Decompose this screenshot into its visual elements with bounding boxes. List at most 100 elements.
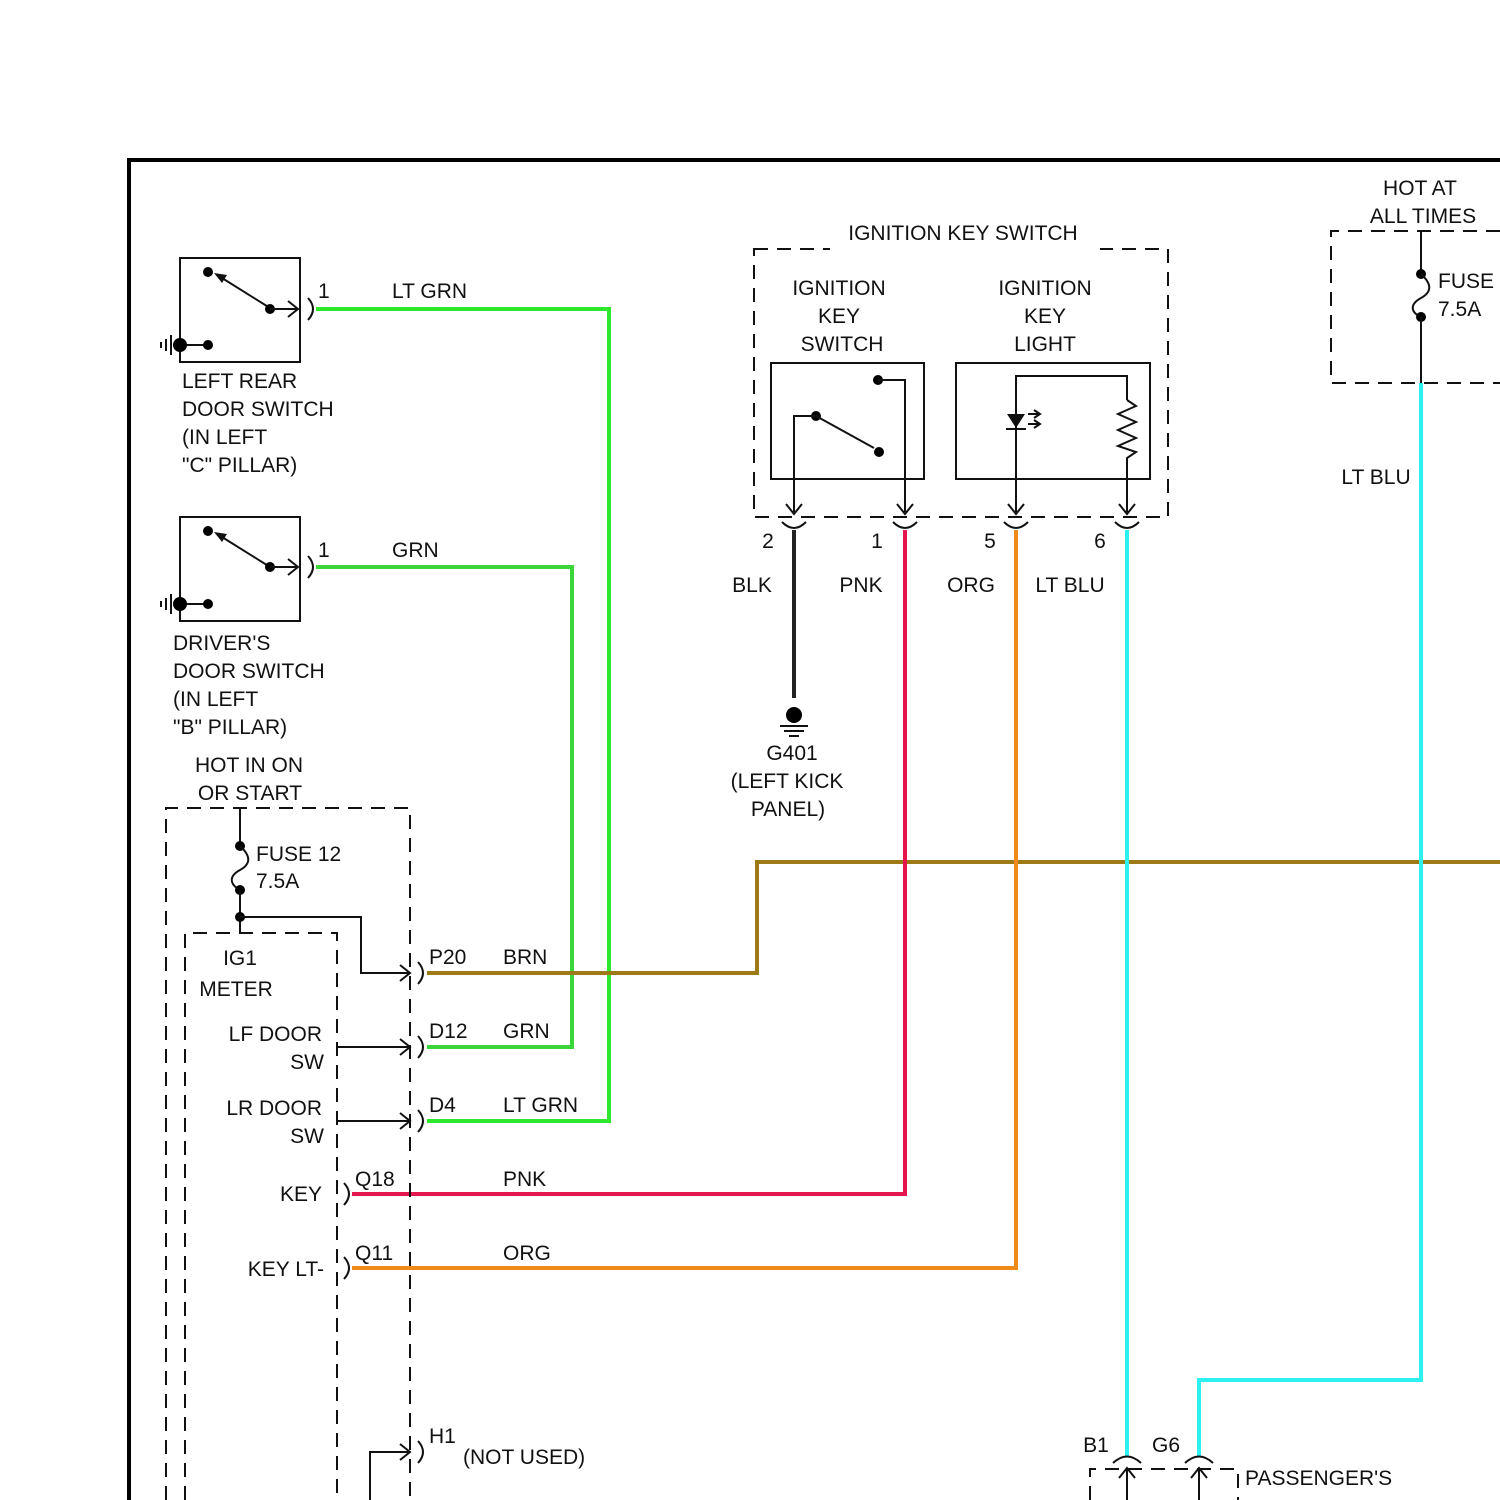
connector-cap-icon xyxy=(1113,1457,1141,1464)
switch-label: KEY xyxy=(818,305,860,328)
p20-feed xyxy=(240,917,410,973)
wire-label: PNK xyxy=(503,1168,546,1191)
wire-brn xyxy=(427,862,1500,973)
light-label: KEY xyxy=(1024,305,1066,328)
pin-label: H1 xyxy=(429,1425,456,1448)
meter-input-label: KEY LT- xyxy=(248,1258,324,1281)
key-light-box xyxy=(956,363,1150,479)
meter-input-label: KEY xyxy=(280,1183,322,1206)
drivers-door-switch: 1 GRN DRIVER'S DOOR SWITCH (IN LEFT "B" … xyxy=(161,517,439,739)
connector-cap-icon xyxy=(308,556,313,578)
pin-label: 1 xyxy=(318,280,330,303)
wire-label: ORG xyxy=(503,1242,551,1265)
meter-connectors: P20 BRN D12 GRN D4 LT GRN Q18 PNK Q11 OR… xyxy=(344,946,585,1500)
ig1-meter: IG1 METER LF DOOR SW LR DOOR SW KEY KEY … xyxy=(185,933,410,1500)
switch-contact xyxy=(874,447,884,457)
connector-cap-icon xyxy=(418,1110,423,1132)
connector-cap-icon xyxy=(344,1257,349,1279)
pin-label: P20 xyxy=(429,946,466,969)
wires xyxy=(316,309,1500,1456)
connector-cap-icon xyxy=(308,298,313,320)
meter-outline xyxy=(185,933,337,1500)
diagram-border xyxy=(129,160,1500,1500)
pin-label: 1 xyxy=(871,530,883,553)
connector-cap-icon xyxy=(418,1036,423,1058)
switch-contact xyxy=(203,267,213,277)
connector-cap-icon xyxy=(782,522,806,528)
wire-label: GRN xyxy=(503,1020,550,1043)
hot-in-on-fuse: HOT IN ON OR START FUSE 12 7.5A xyxy=(166,754,410,1500)
wire-label: ORG xyxy=(947,574,995,597)
wire-label: BLK xyxy=(732,574,772,597)
switch-contact xyxy=(203,340,213,350)
fuse-rating: 7.5A xyxy=(256,870,299,893)
wire-label: GRN xyxy=(392,539,439,562)
wire-label: LT BLU xyxy=(1341,466,1410,489)
meter-input-label: LR DOOR xyxy=(226,1097,322,1120)
h1-lead xyxy=(370,1452,410,1500)
component-label: (IN LEFT xyxy=(173,688,258,711)
ground-desc: (LEFT KICK xyxy=(731,770,844,793)
ground-dot xyxy=(173,597,187,611)
pin-label: 5 xyxy=(984,530,996,553)
hot-at-all-times-fuse: HOT AT ALL TIMES FUSE 7.5A LT BLU xyxy=(1331,177,1500,489)
pin-label: Q11 xyxy=(355,1242,393,1265)
wire-label: LT GRN xyxy=(392,280,467,303)
power-title: HOT AT xyxy=(1383,177,1457,200)
meter-input-label: SW xyxy=(290,1051,324,1074)
ground-dot xyxy=(786,707,802,723)
component-label: DOOR SWITCH xyxy=(173,660,325,683)
ignition-title: IGNITION KEY SWITCH xyxy=(848,222,1077,245)
meter-input-label: LF DOOR xyxy=(229,1023,322,1046)
fuse-icon xyxy=(1413,274,1430,317)
power-title: OR START xyxy=(198,782,302,805)
component-label: "C" PILLAR) xyxy=(182,454,297,477)
wire-org xyxy=(352,530,1016,1268)
junction-box-label: PASSENGER'S xyxy=(1245,1467,1392,1490)
switch-label: IGNITION xyxy=(792,277,885,300)
ground-desc: PANEL) xyxy=(751,798,825,821)
meter-input-label: SW xyxy=(290,1125,324,1148)
fuse-block-outline xyxy=(166,808,410,1500)
power-title: ALL TIMES xyxy=(1370,205,1476,228)
pin-label: 1 xyxy=(318,539,330,562)
ground-g401: G401 (LEFT KICK PANEL) xyxy=(731,707,844,821)
connector-cap-icon xyxy=(1185,1457,1213,1464)
wire-lt-grn xyxy=(316,309,609,1121)
pin-label: 2 xyxy=(762,530,774,553)
power-title: HOT IN ON xyxy=(195,754,303,777)
left-rear-door-switch: 1 LT GRN LEFT REAR DOOR SWITCH (IN LEFT … xyxy=(161,258,467,477)
component-label: "B" PILLAR) xyxy=(173,716,287,739)
meter-title: IG1 xyxy=(223,947,257,970)
wire-label: PNK xyxy=(839,574,882,597)
component-label: DRIVER'S xyxy=(173,632,270,655)
pin-label: G6 xyxy=(1152,1434,1180,1457)
switch-contact xyxy=(203,526,213,536)
junction-box-outline xyxy=(1090,1469,1238,1500)
not-used-note: (NOT USED) xyxy=(463,1446,585,1469)
component-label: (IN LEFT xyxy=(182,426,267,449)
meter-title: METER xyxy=(199,978,273,1001)
light-label: IGNITION xyxy=(998,277,1091,300)
connector-cap-icon xyxy=(1004,522,1028,528)
passengers-junction-box: B1 G6 PASSENGER'S xyxy=(1083,1434,1392,1500)
connector-cap-icon xyxy=(1115,522,1139,528)
fuse-rating: 7.5A xyxy=(1438,298,1481,321)
light-label: LIGHT xyxy=(1014,333,1076,356)
pin-label: D12 xyxy=(429,1020,468,1043)
pin-label: Q18 xyxy=(355,1168,395,1191)
component-label: LEFT REAR xyxy=(182,370,297,393)
switch-label: SWITCH xyxy=(801,333,884,356)
connector-cap-icon xyxy=(418,962,423,984)
fuse-icon xyxy=(232,846,249,890)
fuse-label: FUSE 12 xyxy=(256,843,341,866)
pin-label: B1 xyxy=(1083,1434,1109,1457)
ground-dot xyxy=(173,338,187,352)
connector-cap-icon xyxy=(344,1183,349,1205)
pin-label: 6 xyxy=(1094,530,1106,553)
switch-contact xyxy=(203,599,213,609)
connector-cap-icon xyxy=(893,522,917,528)
ground-id: G401 xyxy=(766,742,817,765)
connector-cap-icon xyxy=(418,1441,423,1463)
